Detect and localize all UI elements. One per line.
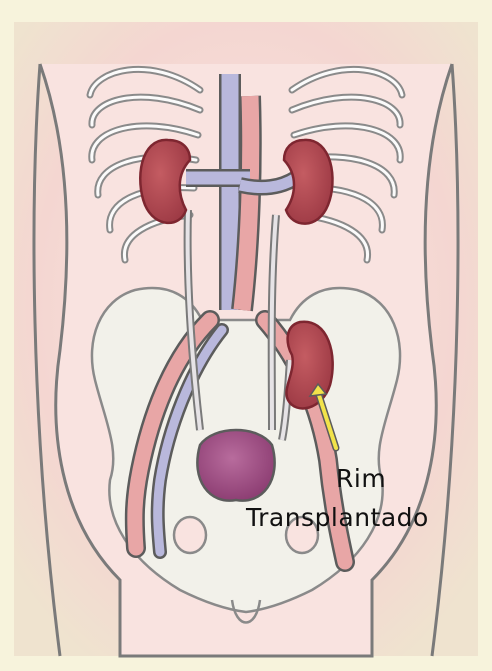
bladder xyxy=(197,430,274,501)
aorta-fill xyxy=(242,96,251,310)
label-transplantado: Transplantado xyxy=(246,503,429,532)
label-rim: Rim xyxy=(336,464,386,493)
